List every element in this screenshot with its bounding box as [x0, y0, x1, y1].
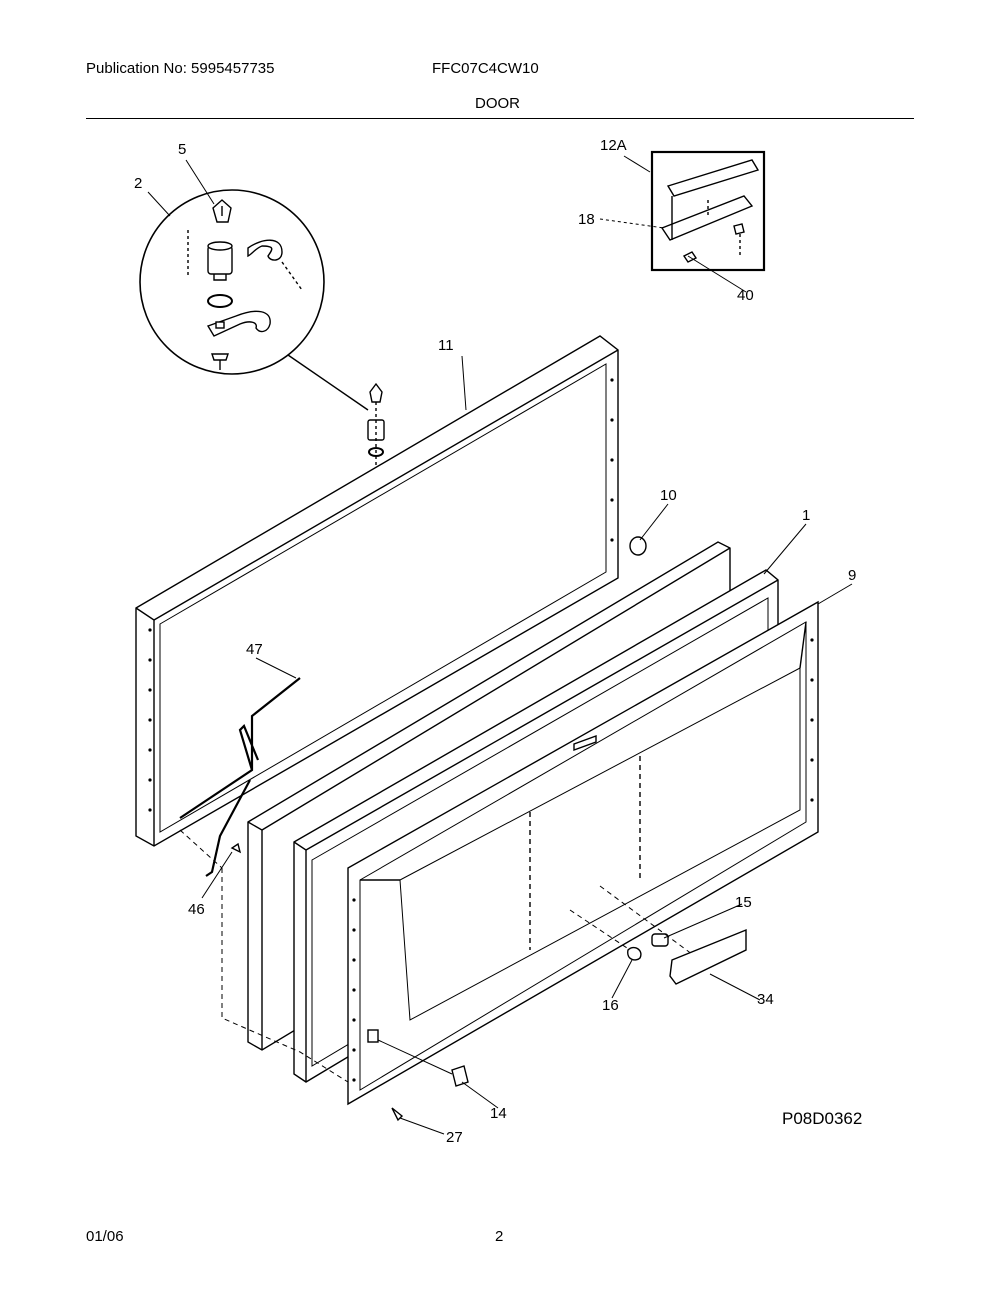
callout-40: 40: [737, 287, 754, 304]
light-switch: [451, 1065, 469, 1087]
inner-door-liner: [347, 600, 819, 1106]
callout-14: 14: [490, 1105, 507, 1122]
callout-47: 47: [246, 641, 263, 658]
callout-2: 2: [134, 175, 142, 192]
door-bumper: [629, 536, 647, 556]
alignment-guide: [221, 868, 349, 1083]
callout-16: 16: [602, 997, 619, 1014]
callout-9: 9: [848, 567, 856, 584]
drain-hose: [205, 779, 251, 877]
callout-11: 11: [438, 337, 454, 354]
model-number: FFC07C4CW10: [432, 60, 539, 77]
alignment-guide: [179, 829, 223, 869]
switch-leader: [377, 1039, 453, 1075]
diagram-reference-code: P08D0362: [782, 1109, 862, 1128]
callout-1: 1: [802, 507, 810, 524]
light-bulb: [627, 946, 642, 961]
lock-detail-circle: [139, 189, 325, 375]
section-title: DOOR: [475, 95, 520, 112]
callout-10: 10: [660, 487, 677, 504]
drain-tube: [179, 677, 301, 819]
callout-15: 15: [735, 894, 752, 911]
footer-page-number: 2: [495, 1228, 504, 1245]
header-rule: [86, 118, 914, 119]
callout-27: 27: [446, 1129, 463, 1146]
handle-detail-box: [650, 150, 766, 272]
publication-number: Publication No: 5995457735: [86, 60, 275, 77]
drain-plug: [230, 842, 242, 854]
footer-date: 01/06: [86, 1228, 124, 1245]
light-socket: [651, 933, 669, 947]
callout-12a: 12A: [600, 137, 627, 154]
detail-leader: [287, 354, 369, 411]
callout-34: 34: [757, 991, 774, 1008]
callout-5: 5: [178, 141, 186, 158]
callout-46: 46: [188, 901, 205, 918]
callout-18: 18: [578, 211, 595, 228]
light-shield: [669, 928, 747, 985]
outer-door-panel: [135, 335, 619, 847]
callout-leaders: [147, 155, 853, 1135]
